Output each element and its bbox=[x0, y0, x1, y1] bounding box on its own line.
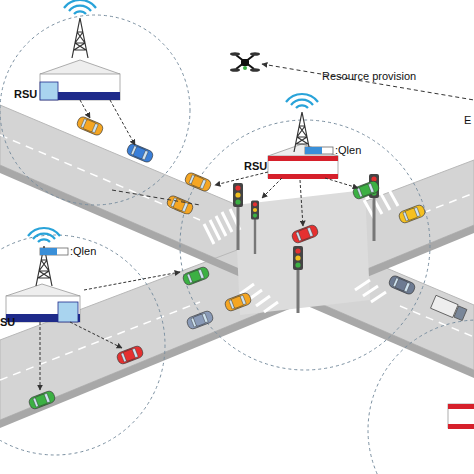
car-part bbox=[352, 180, 381, 201]
car-part bbox=[291, 224, 320, 245]
coverage-circle-part bbox=[180, 120, 430, 370]
rsu-building-part bbox=[268, 156, 338, 161]
rsu-building-part bbox=[448, 404, 474, 409]
rsu-building-part bbox=[286, 94, 318, 152]
car-part bbox=[166, 194, 195, 215]
roads-part bbox=[0, 225, 474, 428]
link-arrow-part bbox=[110, 100, 135, 145]
queue-bar-part bbox=[40, 248, 57, 255]
roads-part bbox=[235, 190, 370, 315]
link-arrow-part bbox=[80, 100, 90, 118]
car-part bbox=[224, 292, 253, 313]
roads-part bbox=[0, 160, 474, 420]
car-part bbox=[184, 171, 213, 192]
rsu-building bbox=[268, 94, 338, 179]
rsu-building-part bbox=[40, 74, 120, 100]
link-arrow-part bbox=[84, 272, 180, 290]
drone-part bbox=[243, 66, 247, 70]
rsu-building-part bbox=[28, 228, 60, 286]
coverage-circle-part bbox=[0, 235, 165, 455]
rsu-building bbox=[6, 228, 80, 322]
link-label: Resource provision bbox=[322, 70, 416, 83]
traffic-light-part bbox=[293, 246, 303, 313]
car-part bbox=[398, 204, 427, 225]
rsu-label: RSU bbox=[244, 160, 267, 173]
drone-part bbox=[230, 68, 240, 72]
link-arrow-part bbox=[112, 190, 200, 205]
crosswalk-part bbox=[204, 209, 240, 244]
rsu-building-part bbox=[448, 404, 474, 428]
link-arrow bbox=[40, 100, 358, 390]
rsu-building-part bbox=[64, 0, 96, 58]
truck-part bbox=[431, 295, 459, 317]
car-part bbox=[116, 345, 145, 366]
link-arrow-part bbox=[215, 172, 268, 185]
coverage-circle bbox=[0, 15, 474, 474]
link-arrow-part bbox=[40, 322, 41, 390]
drone-part bbox=[236, 55, 254, 69]
car-part bbox=[76, 115, 105, 136]
truck bbox=[431, 295, 468, 321]
traffic-light-part bbox=[251, 200, 259, 254]
coverage-circle-part bbox=[368, 320, 474, 474]
link-arrow-part bbox=[325, 178, 358, 188]
traffic-light-part bbox=[233, 183, 243, 250]
drone-part bbox=[250, 52, 260, 56]
queue-bar-part bbox=[305, 147, 322, 154]
rsu-building-part bbox=[6, 296, 80, 322]
coverage-circle-part bbox=[0, 15, 190, 205]
car-part bbox=[388, 274, 417, 295]
rsu-building bbox=[40, 0, 120, 100]
roads bbox=[0, 105, 474, 428]
rsu-building-part bbox=[448, 424, 474, 429]
rsu-label: RSU bbox=[14, 88, 37, 101]
drone bbox=[230, 52, 260, 72]
link-arrow-part bbox=[300, 180, 303, 226]
car-part bbox=[186, 310, 215, 331]
rsu-label: SU bbox=[0, 316, 15, 329]
car-part bbox=[126, 142, 155, 163]
car bbox=[28, 115, 427, 410]
queue-bar bbox=[40, 147, 333, 255]
crosswalk bbox=[204, 188, 398, 312]
rsu-building bbox=[448, 404, 474, 429]
rsu-building-part bbox=[58, 302, 78, 322]
rsu-building-part bbox=[268, 156, 338, 178]
lane-lines bbox=[0, 135, 474, 380]
rsu-building-part bbox=[40, 82, 58, 100]
crosswalk-part bbox=[355, 280, 386, 302]
car-part bbox=[28, 390, 57, 411]
roads-part bbox=[0, 165, 474, 378]
link-arrow-part bbox=[70, 322, 122, 348]
queue-bar-part bbox=[305, 147, 333, 154]
drone-part bbox=[241, 59, 249, 66]
queue-label: :Qlen bbox=[70, 245, 96, 258]
cut-label: E bbox=[464, 114, 471, 127]
link-arrow-part bbox=[262, 178, 282, 198]
car-part bbox=[182, 266, 211, 287]
drone-part bbox=[230, 52, 240, 56]
queue-bar-part bbox=[40, 248, 68, 255]
truck-part bbox=[454, 306, 467, 321]
drone-part bbox=[250, 68, 260, 72]
resource-link bbox=[262, 64, 474, 100]
lane-lines-part bbox=[0, 135, 200, 220]
queue-label: :Qlen bbox=[335, 144, 361, 157]
